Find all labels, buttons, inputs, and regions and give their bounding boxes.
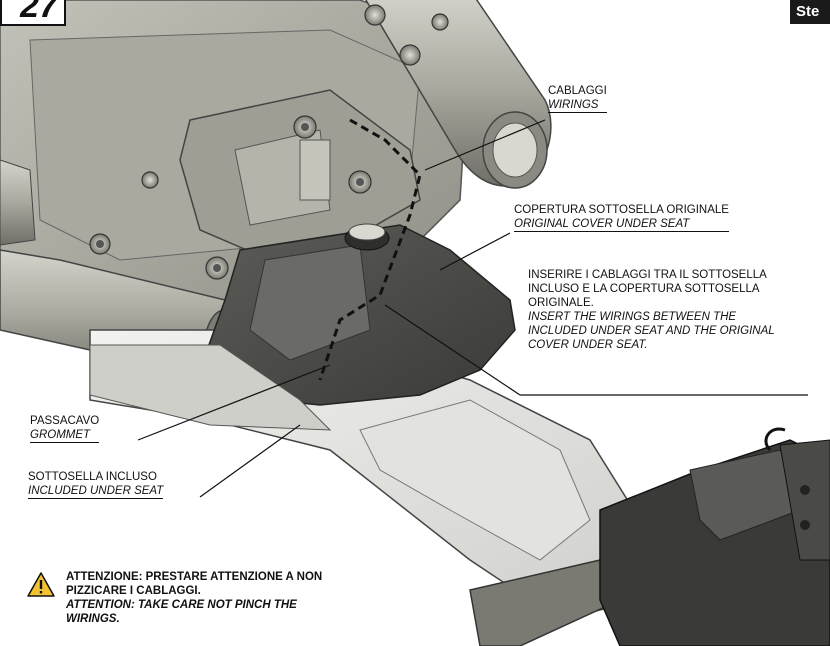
- warning-text: ATTENZIONE: PRESTARE ATTENZIONE A NON PI…: [66, 571, 323, 625]
- leader-lines: [137, 119, 808, 498]
- label-original-cover: COPERTURA SOTTOSELLA ORIGINALE ORIGINAL …: [514, 204, 729, 232]
- step-tab: Ste: [790, 0, 830, 24]
- step-number: 27: [20, 0, 58, 25]
- label-included-under-seat: SOTTOSELLA INCLUSO INCLUDED UNDER SEAT: [28, 471, 164, 499]
- nuts: [89, 4, 449, 280]
- label-grommet: PASSACAVO GROMMET: [30, 415, 100, 443]
- step-number-box: 27: [0, 0, 66, 26]
- label-insert-wirings: INSERIRE I CABLAGGI TRA IL SOTTOSELLA IN…: [528, 269, 775, 351]
- label-wirings: CABLAGGI WIRINGS: [548, 85, 607, 113]
- frame-rail-lower: [469, 559, 622, 646]
- warning-triangle-icon: [27, 572, 55, 597]
